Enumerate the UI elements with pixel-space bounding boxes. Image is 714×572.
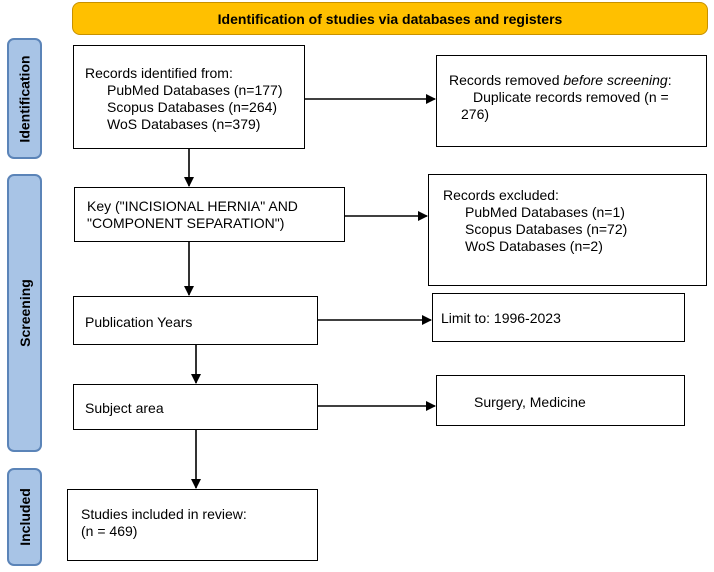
header-banner: Identification of studies via databases … <box>72 2 708 35</box>
phase-included: Included <box>7 468 42 566</box>
subject-area-box: Subject area <box>73 384 318 430</box>
records-removed-detail-1: Duplicate records removed (n = <box>473 89 669 105</box>
records-excluded-heading: Records excluded: <box>443 187 559 203</box>
included-studies-line-2: (n = 469) <box>81 523 138 539</box>
header-title: Identification of studies via databases … <box>217 10 563 27</box>
phase-screening: Screening <box>7 174 42 452</box>
records-identified-pubmed: PubMed Databases (n=177) <box>107 82 283 98</box>
records-identified-wos: WoS Databases (n=379) <box>107 116 261 132</box>
keyword-line-2: "COMPONENT SEPARATION") <box>87 215 285 231</box>
phase-identification: Identification <box>7 38 42 159</box>
subjects-label: Surgery, Medicine <box>474 394 586 410</box>
records-removed-emphasis: before screening <box>563 72 668 88</box>
limit-label: Limit to: 1996-2023 <box>441 310 561 326</box>
records-identified-heading: Records identified from: <box>85 65 233 81</box>
subject-area-label: Subject area <box>85 400 164 416</box>
records-removed-box: Records removed before screening: Duplic… <box>436 55 707 147</box>
limit-box: Limit to: 1996-2023 <box>432 293 685 342</box>
included-studies-box: Studies included in review: (n = 469) <box>67 489 318 561</box>
keyword-box: Key ("INCISIONAL HERNIA" AND "COMPONENT … <box>74 187 345 242</box>
records-excluded-wos: WoS Databases (n=2) <box>465 238 603 254</box>
keyword-line-1: Key ("INCISIONAL HERNIA" AND <box>87 198 298 214</box>
records-excluded-box: Records excluded: PubMed Databases (n=1)… <box>428 174 707 286</box>
records-identified-scopus: Scopus Databases (n=264) <box>107 99 278 115</box>
records-removed-detail-2: 276) <box>461 106 490 122</box>
records-removed-heading: Records removed before screening: <box>449 72 706 89</box>
subjects-box: Surgery, Medicine <box>436 375 685 426</box>
records-excluded-pubmed: PubMed Databases (n=1) <box>465 204 625 220</box>
records-excluded-scopus: Scopus Databases (n=72) <box>465 221 628 237</box>
publication-years-box: Publication Years <box>73 296 318 345</box>
included-studies-line-1: Studies included in review: <box>81 506 247 522</box>
records-removed-suffix: : <box>667 72 672 88</box>
records-removed-prefix: Records removed <box>449 72 564 88</box>
records-identified-box: Records identified from: PubMed Database… <box>73 45 305 149</box>
publication-years-label: Publication Years <box>85 314 193 330</box>
